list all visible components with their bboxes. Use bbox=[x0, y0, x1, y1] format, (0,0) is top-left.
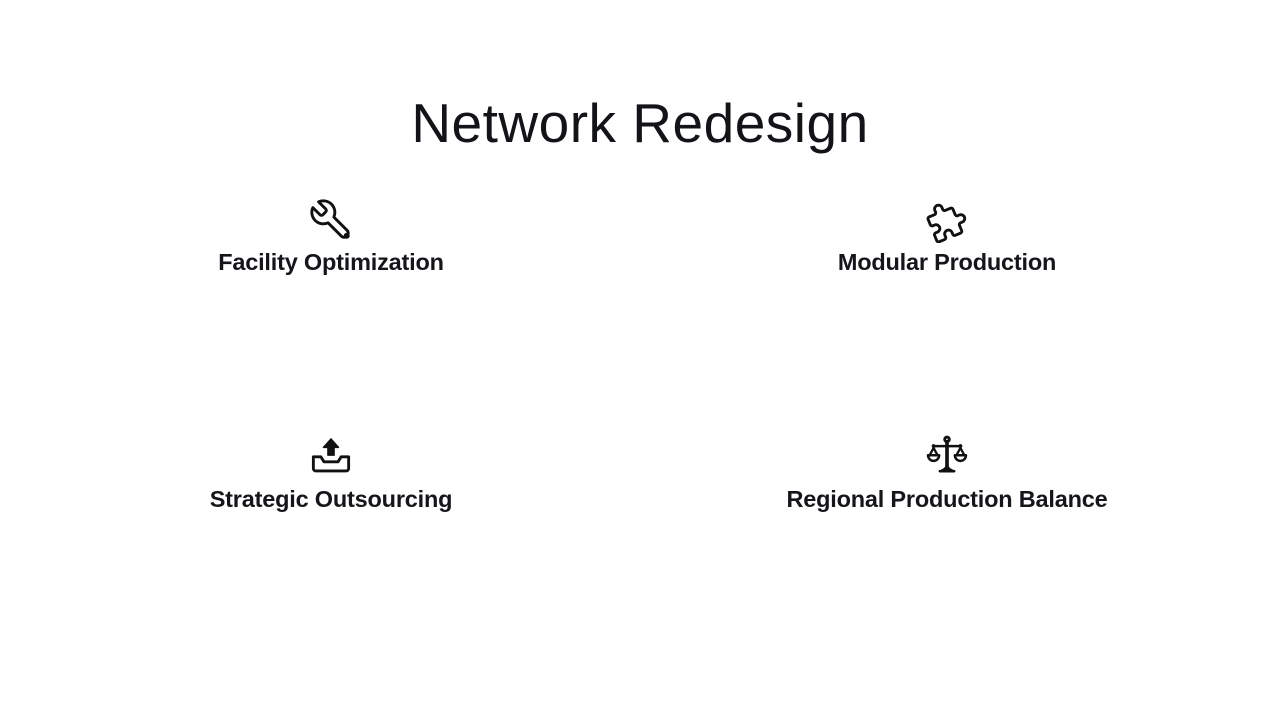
feature-item-modular-production: Modular Production bbox=[838, 197, 1056, 276]
wrench-icon bbox=[308, 197, 354, 243]
balance-scale-icon bbox=[924, 434, 970, 480]
feature-item-facility-optimization: Facility Optimization bbox=[218, 197, 444, 276]
puzzle-piece-icon bbox=[924, 197, 970, 243]
feature-label: Facility Optimization bbox=[218, 249, 444, 275]
feature-item-regional-production-balance: Regional Production Balance bbox=[786, 434, 1108, 513]
feature-item-strategic-outsourcing: Strategic Outsourcing bbox=[209, 434, 453, 513]
upload-tray-icon bbox=[308, 434, 354, 480]
feature-label: Modular Production bbox=[837, 249, 1057, 275]
feature-grid: Facility Optimization Modular Production bbox=[131, 197, 1147, 513]
feature-label: Strategic Outsourcing bbox=[209, 486, 453, 512]
feature-label: Regional Production Balance bbox=[786, 486, 1108, 512]
page-title: Network Redesign bbox=[411, 91, 869, 154]
